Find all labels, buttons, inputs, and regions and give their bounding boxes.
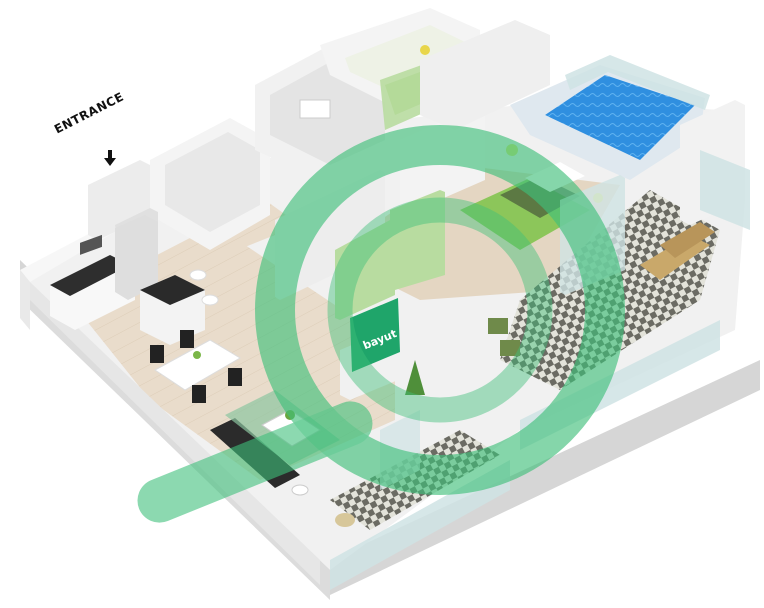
- bathroom-vanity: [299, 99, 331, 119]
- bar-stool-2: [201, 294, 219, 306]
- wall-bedroom-left: [275, 170, 385, 300]
- dining-plant-icon: [193, 351, 201, 359]
- living-plant-icon: [405, 360, 425, 395]
- wall-left-face: [20, 270, 30, 330]
- pool-glass-rail: [565, 55, 710, 110]
- bedroom-green-wall-2: [335, 220, 395, 320]
- bayut-watermark-logo: [137, 125, 625, 523]
- bedroom-green-wall: [390, 190, 445, 290]
- pool-water: [545, 75, 695, 160]
- watermark-bar: [137, 401, 373, 523]
- bedroom-2-lamp-icon: [420, 45, 430, 55]
- tv-screen: [350, 298, 400, 372]
- kitchen-island-top: [140, 275, 205, 305]
- watermark-inner-ring: [327, 197, 553, 423]
- wall-upper-right: [420, 20, 550, 130]
- wall-front: [30, 282, 320, 585]
- terrace-chair-1: [488, 318, 508, 334]
- dining-table: [154, 339, 241, 391]
- bar-stool-1: [189, 269, 207, 281]
- entrance-arrow-icon: [104, 150, 116, 166]
- dining-chair-2: [180, 330, 194, 348]
- kitchen-fridge: [115, 215, 158, 300]
- dining-chair-3: [192, 385, 206, 403]
- terrace-lounger-2: [660, 222, 715, 258]
- balcony-chair-1: [335, 513, 355, 527]
- dining-chair-4: [228, 368, 242, 386]
- terrace-chair-2: [500, 340, 520, 356]
- bedroom-2-wall-green: [380, 62, 430, 130]
- kitchen-counter-left: [50, 255, 135, 330]
- powder-room-inner: [165, 132, 260, 232]
- kitchen-countertop: [50, 255, 130, 296]
- balcony-table: [291, 484, 309, 496]
- terrace-glass-rail-side: [700, 150, 750, 230]
- watermark-ring: [255, 125, 625, 495]
- kitchen-stove-icon: [80, 234, 102, 255]
- dining-chair-1: [150, 345, 164, 363]
